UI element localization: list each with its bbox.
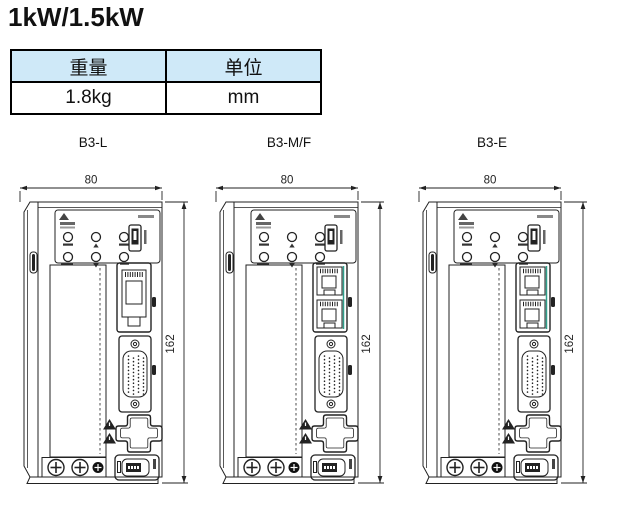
- figure-b3-mf: B3-M/F 80 162: [212, 133, 412, 505]
- spec-header-unit: 单位: [165, 49, 322, 83]
- height-dim-label: 162: [564, 334, 576, 353]
- figure-label: B3-L: [78, 135, 108, 150]
- page-title: 1kW/1.5kW: [8, 2, 144, 32]
- width-dim-label: 80: [85, 175, 98, 187]
- figure-label: B3-E: [476, 135, 507, 150]
- height-dim-label: 162: [361, 334, 373, 353]
- width-dim-label: 80: [281, 175, 294, 187]
- spec-header-weight: 重量: [10, 49, 167, 83]
- figure-label: B3-M/F: [266, 135, 312, 150]
- servo-drive-drawing-b3-l: 80 162: [19, 175, 189, 485]
- servo-drive-drawing-b3-mf: 80 162: [215, 175, 385, 485]
- spec-table: 重量 单位 1.8kg mm: [10, 49, 322, 115]
- width-dim-label: 80: [484, 175, 497, 187]
- servo-drive-drawing-b3-e: 80 162: [418, 175, 588, 485]
- spec-value-unit: mm: [165, 81, 322, 115]
- height-dim-label: 162: [165, 334, 177, 353]
- spec-value-weight: 1.8kg: [10, 81, 167, 115]
- figure-b3-e: B3-E 80 162: [415, 133, 615, 505]
- figure-b3-l: B3-L 80 162: [16, 133, 216, 505]
